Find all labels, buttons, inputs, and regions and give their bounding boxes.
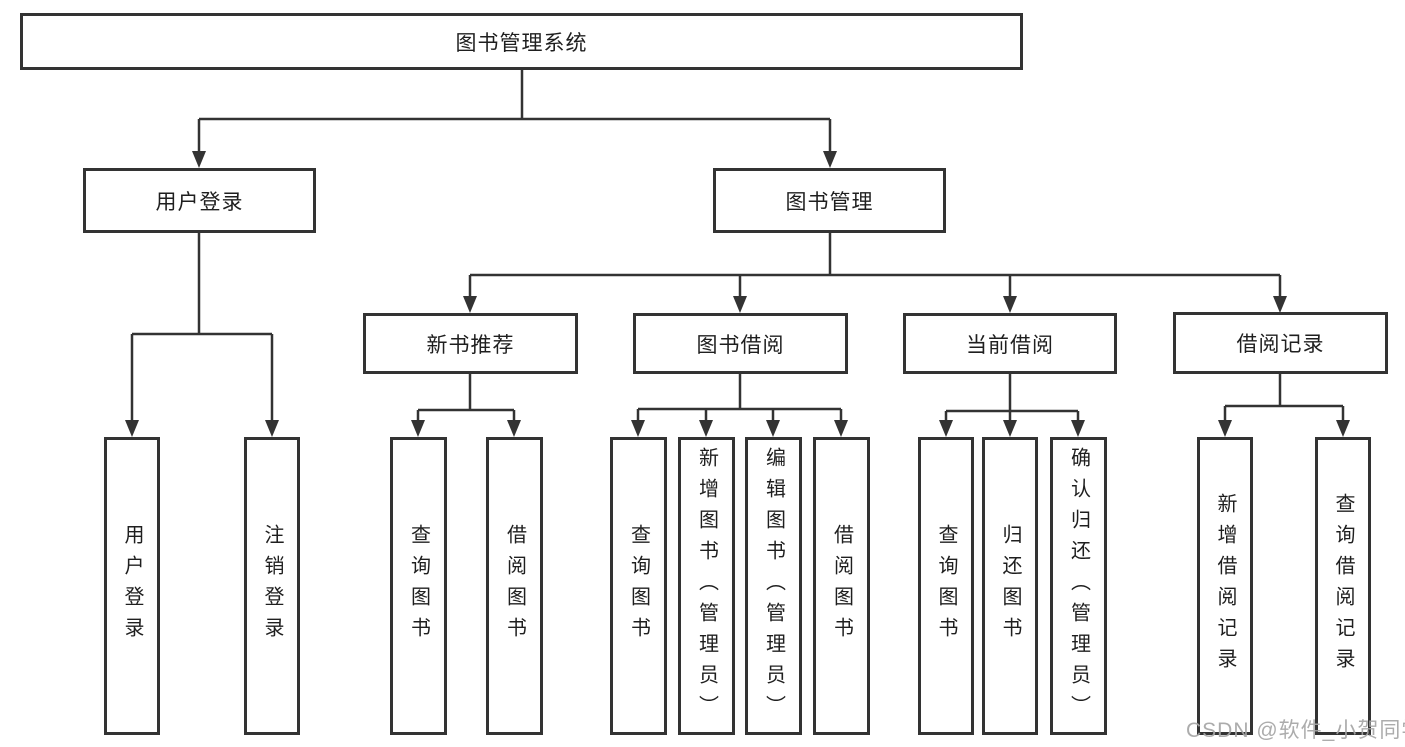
- node-user-login-label: 用户登录: [155, 190, 244, 214]
- leaf-add-books-admin-label: 新增图书（管理员）: [695, 446, 718, 726]
- node-book-management: 图书管理: [713, 168, 946, 233]
- node-current-borrow-label: 当前借阅: [966, 333, 1054, 357]
- leaf-edit-books-admin: 编辑图书（管理员）: [745, 437, 802, 735]
- leaf-query-borrow-record-label: 查询借阅记录: [1332, 493, 1354, 679]
- leaf-query-books-2-label: 查询图书: [627, 524, 650, 648]
- leaf-edit-books-admin-label: 编辑图书（管理员）: [762, 446, 785, 726]
- leaf-borrow-books-1-label: 借阅图书: [503, 524, 526, 648]
- leaf-borrow-books-1: 借阅图书: [486, 437, 543, 735]
- node-book-management-label: 图书管理: [785, 190, 874, 214]
- node-book-borrow-label: 图书借阅: [696, 333, 785, 357]
- leaf-query-books-3: 查询图书: [918, 437, 974, 735]
- leaf-borrow-books-2-label: 借阅图书: [830, 524, 853, 648]
- leaf-borrow-books-2: 借阅图书: [813, 437, 870, 735]
- node-new-book-recommend-label: 新书推荐: [426, 333, 515, 357]
- node-user-login: 用户登录: [83, 168, 316, 233]
- node-new-book-recommend: 新书推荐: [363, 313, 578, 374]
- node-root-label: 图书管理系统: [455, 31, 588, 55]
- leaf-query-books-2: 查询图书: [610, 437, 667, 735]
- node-book-borrow: 图书借阅: [633, 313, 848, 374]
- leaf-confirm-return-admin-label: 确认归还（管理员）: [1067, 446, 1090, 726]
- leaf-confirm-return-admin: 确认归还（管理员）: [1050, 437, 1107, 735]
- leaf-user-login: 用户登录: [104, 437, 160, 735]
- leaf-return-books-label: 归还图书: [999, 524, 1021, 648]
- arrowheads: [125, 151, 1350, 437]
- csdn-watermark: CSDN @软件_小贺同学: [1186, 719, 1405, 742]
- leaf-add-books-admin: 新增图书（管理员）: [678, 437, 735, 735]
- leaf-logout: 注销登录: [244, 437, 300, 735]
- node-borrow-records-label: 借阅记录: [1236, 333, 1325, 356]
- leaf-add-borrow-record-label: 新增借阅记录: [1214, 493, 1236, 679]
- leaf-add-borrow-record: 新增借阅记录: [1197, 437, 1253, 735]
- leaf-user-login-label: 用户登录: [121, 524, 143, 648]
- node-borrow-records: 借阅记录: [1173, 312, 1388, 374]
- node-root-system: 图书管理系统: [20, 13, 1023, 70]
- node-current-borrow: 当前借阅: [903, 313, 1117, 374]
- leaf-query-books-1-label: 查询图书: [407, 524, 430, 648]
- leaf-logout-label: 注销登录: [261, 524, 283, 648]
- leaf-query-borrow-record: 查询借阅记录: [1315, 437, 1371, 735]
- leaf-query-books-1: 查询图书: [390, 437, 447, 735]
- leaf-return-books: 归还图书: [982, 437, 1038, 735]
- leaf-query-books-3-label: 查询图书: [935, 524, 957, 648]
